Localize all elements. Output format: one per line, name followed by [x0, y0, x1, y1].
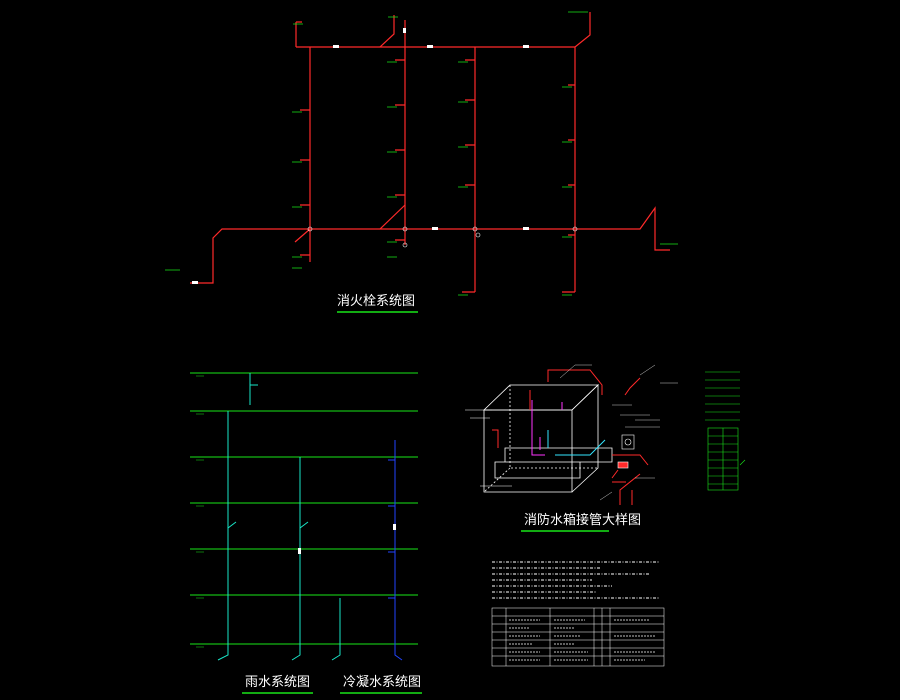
- pipe-nodes: [307, 226, 578, 248]
- rain-water-title: 雨水系统图: [245, 675, 310, 690]
- tank-hidden-edges: [483, 385, 598, 493]
- rain-pipe-3: [227, 521, 237, 529]
- tank-top-face: [483, 384, 599, 411]
- schedule-cell-marks: [509, 619, 655, 661]
- hydrant-branches: [296, 21, 575, 293]
- rain-markers: [298, 524, 396, 554]
- rain-pipe-4: [299, 521, 309, 529]
- floor-markers: [196, 375, 204, 648]
- condensate-pipes: [388, 440, 403, 661]
- condensate-title: 冷凝水系统图: [343, 674, 421, 690]
- rain-pipe-2: [291, 457, 301, 661]
- tank-components: [465, 409, 635, 487]
- rain-pipes: [217, 373, 341, 661]
- tank-right-face: [571, 384, 599, 493]
- tank-piping: [492, 369, 649, 505]
- fire-hydrant-system: [190, 12, 670, 293]
- notes-block: [492, 561, 660, 599]
- fire-hydrant-title: 消火栓系统图: [337, 294, 415, 309]
- equipment-schedule: [491, 607, 665, 667]
- valve-markers: [192, 28, 529, 284]
- bottom-branch-2: [379, 204, 406, 230]
- water-tank: [483, 384, 613, 493]
- tank-legend: [705, 371, 746, 491]
- tank-leaders: [559, 364, 678, 501]
- condensate-drop: [331, 598, 341, 661]
- tank-base: [494, 447, 613, 479]
- hydrant-symbols: [165, 11, 678, 296]
- bottom-branch-1: [294, 228, 311, 243]
- rain-pipe-1: [217, 373, 258, 661]
- tank-detail-title: 消防水箱接管大样图: [524, 512, 641, 528]
- floor-lines: [190, 372, 418, 645]
- top-mid-branch: [379, 15, 395, 48]
- top-main-pipe: [296, 12, 591, 48]
- bottom-main-pipe: [190, 206, 670, 284]
